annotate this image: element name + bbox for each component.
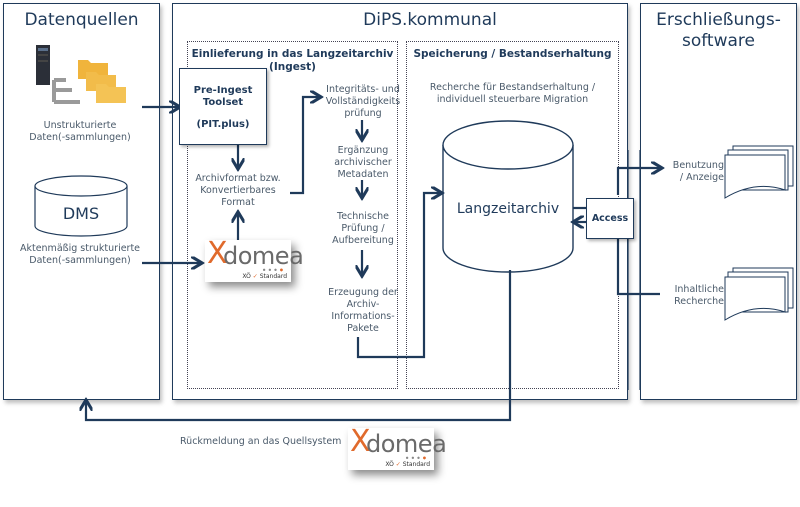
- step-aip: Erzeugung der Archiv- Informations- Pake…: [328, 287, 398, 334]
- structured-label: Aktenmäßig strukturierte Daten(-sammlung…: [19, 243, 141, 266]
- sources-title: Datenquellen: [24, 10, 139, 30]
- erschliessung-title-1: Erschließungs-: [656, 10, 781, 30]
- step-technical: Technische Prüfung / Aufbereitung: [332, 211, 394, 246]
- xdomea-logo-feedback: X domea •••• XÖ ✓ Standard: [348, 424, 447, 470]
- sources-panel: Datenquellen: [3, 3, 160, 400]
- pre-ingest-toolset-box: Pre-Ingest Toolset (PIT.plus): [179, 68, 267, 145]
- dms-label: DMS: [62, 204, 100, 223]
- storage-title: Speicherung / Bestandserhaltung: [413, 48, 612, 60]
- erschliessung-title-2: software: [681, 31, 755, 51]
- feedback-label: Rückmeldung an das Quellsystem: [180, 436, 342, 447]
- storage-note: Recherche für Bestandserhaltung / indivi…: [429, 82, 596, 105]
- xdomea-logo: X domea •••• XÖ ✓ Standard: [205, 236, 304, 282]
- step-integrity: Integritäts- und Vollständigkeits prüfun…: [325, 84, 401, 119]
- access-box: Access: [586, 198, 634, 239]
- usage-label: Benutzung / Anzeige: [672, 160, 724, 183]
- step-metadata: Ergänzung archivischer Metadaten: [334, 145, 392, 180]
- erschliessung-panel: Erschließungs- software: [640, 3, 797, 400]
- unstructured-label: Unstrukturierte Daten(-sammlungen): [29, 120, 131, 143]
- archive-format-label: Archivformat bzw. Konvertierbares Format: [195, 173, 281, 208]
- ingest-title-1: Einlieferung in das Langzeitarchiv: [191, 48, 394, 60]
- dips-title: DiPS.kommunal: [363, 10, 497, 30]
- langzeitarchiv-label: Langzeitarchiv: [456, 201, 560, 217]
- research-label: Inhaltliche Recherche: [674, 284, 724, 307]
- ingest-title-2: (Ingest): [269, 61, 316, 73]
